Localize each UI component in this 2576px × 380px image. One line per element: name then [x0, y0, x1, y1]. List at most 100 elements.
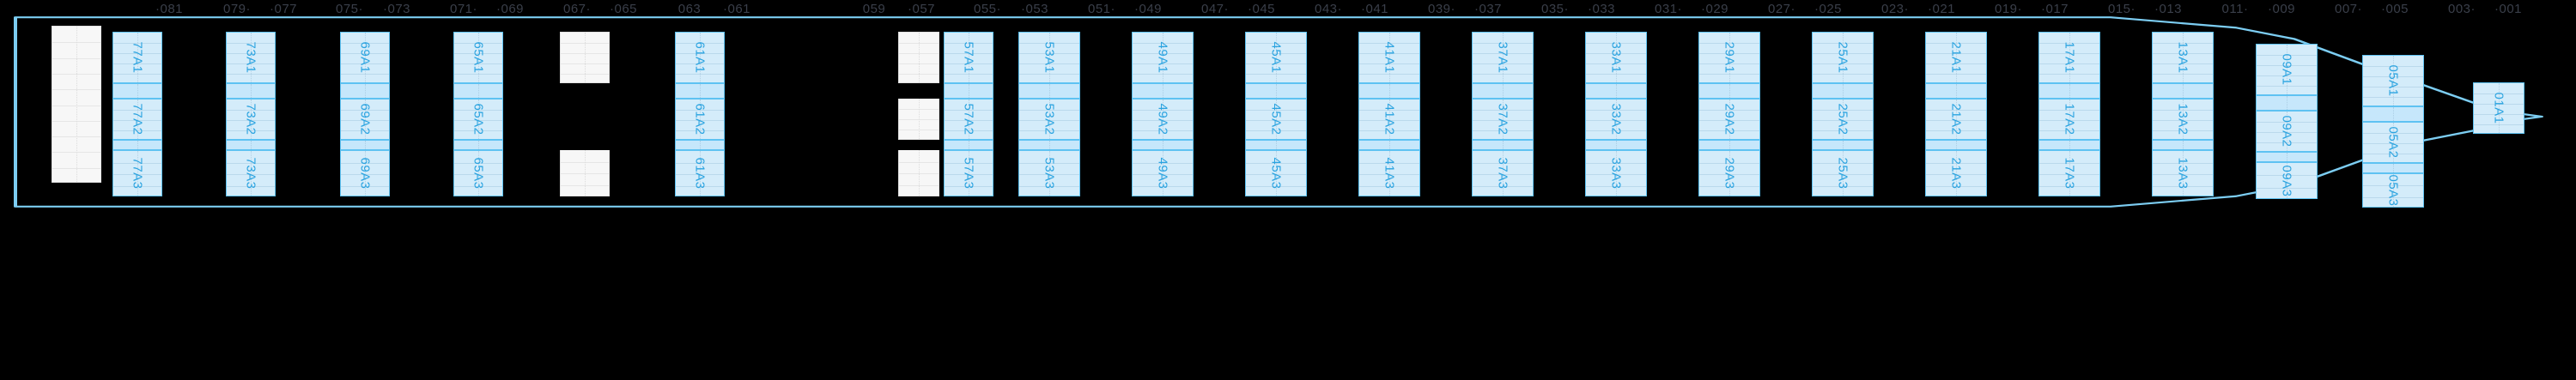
- cargo-cell-53A1[interactable]: 53A1: [1018, 32, 1080, 83]
- cargo-cell-53A3[interactable]: 53A3: [1018, 150, 1080, 196]
- cargo-cell-spacer[interactable]: [898, 99, 939, 140]
- cargo-cell-45A3[interactable]: 45A3: [1245, 150, 1307, 196]
- cargo-cell-01A1[interactable]: 01A1: [2473, 82, 2524, 134]
- cargo-cell-45A1[interactable]: 45A1: [1245, 32, 1307, 83]
- cargo-cell-spacer[interactable]: [898, 32, 939, 83]
- cargo-cell-spacer[interactable]: [1585, 83, 1647, 99]
- cargo-cell-65A3[interactable]: 65A3: [453, 150, 503, 196]
- cargo-cell-37A2[interactable]: 37A2: [1472, 99, 1534, 140]
- cargo-cell-spacer[interactable]: [1245, 83, 1307, 99]
- cargo-cell-25A1[interactable]: 25A1: [1812, 32, 1874, 83]
- cargo-cell-33A2[interactable]: 33A2: [1585, 99, 1647, 140]
- cargo-cell-25A2[interactable]: 25A2: [1812, 99, 1874, 140]
- cargo-cell-57A3[interactable]: 57A3: [944, 150, 993, 196]
- cargo-cell-spacer[interactable]: [1358, 140, 1420, 150]
- cargo-cell-spacer[interactable]: [340, 83, 390, 99]
- cargo-cell-spacer[interactable]: [944, 83, 993, 99]
- cargo-cell-09A1[interactable]: 09A1: [2256, 44, 2318, 95]
- cargo-cell-spacer[interactable]: [2038, 83, 2100, 99]
- cargo-cell-17A3[interactable]: 17A3: [2038, 150, 2100, 196]
- cargo-cell-21A2[interactable]: 21A2: [1925, 99, 1987, 140]
- cargo-cell-spacer[interactable]: [1472, 140, 1534, 150]
- cargo-cell-spacer[interactable]: [112, 140, 162, 150]
- stack-49A[interactable]: 49A1 49A2 49A3: [1132, 32, 1194, 196]
- cargo-cell-spacer[interactable]: [1018, 140, 1080, 150]
- cargo-cell-33A1[interactable]: 33A1: [1585, 32, 1647, 83]
- stack-plain-c[interactable]: [898, 32, 939, 196]
- stack-73A[interactable]: 73A1 73A2 73A3: [226, 32, 276, 196]
- cargo-cell-73A1[interactable]: 73A1: [226, 32, 276, 83]
- cargo-cell-05A1[interactable]: 05A1: [2362, 55, 2424, 106]
- cargo-cell-spacer[interactable]: [112, 83, 162, 99]
- stack-plain-a[interactable]: [52, 26, 101, 183]
- cargo-cell-49A2[interactable]: 49A2: [1132, 99, 1194, 140]
- cargo-cell-spacer[interactable]: [340, 140, 390, 150]
- cargo-cell-09A2[interactable]: 09A2: [2256, 111, 2318, 152]
- cargo-cell-69A3[interactable]: 69A3: [340, 150, 390, 196]
- cargo-cell-77A1[interactable]: 77A1: [112, 32, 162, 83]
- cargo-cell-spacer[interactable]: [1472, 83, 1534, 99]
- cargo-cell-spacer[interactable]: [2038, 140, 2100, 150]
- cargo-cell-spacer[interactable]: [560, 150, 610, 196]
- cargo-cell-53A2[interactable]: 53A2: [1018, 99, 1080, 140]
- cargo-cell-45A2[interactable]: 45A2: [1245, 99, 1307, 140]
- cargo-cell-spacer[interactable]: [453, 140, 503, 150]
- cargo-cell-57A2[interactable]: 57A2: [944, 99, 993, 140]
- cargo-cell-spacer[interactable]: [2152, 140, 2214, 150]
- cargo-cell-69A2[interactable]: 69A2: [340, 99, 390, 140]
- cargo-cell-spacer[interactable]: [1585, 140, 1647, 150]
- cargo-cell-spacer[interactable]: [226, 140, 276, 150]
- stack-41A[interactable]: 41A1 41A2 41A3: [1358, 32, 1420, 196]
- cargo-cell-77A2[interactable]: 77A2: [112, 99, 162, 140]
- stack-21A[interactable]: 21A1 21A2 21A3: [1925, 32, 1987, 196]
- cargo-cell-61A3[interactable]: 61A3: [675, 150, 725, 196]
- cargo-cell-37A1[interactable]: 37A1: [1472, 32, 1534, 83]
- cargo-cell-69A1[interactable]: 69A1: [340, 32, 390, 83]
- cargo-cell-49A3[interactable]: 49A3: [1132, 150, 1194, 196]
- stack-01A[interactable]: 01A1: [2473, 82, 2524, 134]
- cargo-cell-29A3[interactable]: 29A3: [1698, 150, 1760, 196]
- cargo-cell-41A3[interactable]: 41A3: [1358, 150, 1420, 196]
- cargo-cell-spacer[interactable]: [2256, 152, 2318, 162]
- stack-45A[interactable]: 45A1 45A2 45A3: [1245, 32, 1307, 196]
- cargo-cell-spacer[interactable]: [675, 83, 725, 99]
- cargo-cell-spacer[interactable]: [1245, 140, 1307, 150]
- cargo-cell-spacer[interactable]: [1132, 83, 1194, 99]
- stack-33A[interactable]: 33A1 33A2 33A3: [1585, 32, 1647, 196]
- cargo-cell-17A2[interactable]: 17A2: [2038, 99, 2100, 140]
- cargo-cell-spacer[interactable]: [2362, 163, 2424, 173]
- cargo-cell-21A1[interactable]: 21A1: [1925, 32, 1987, 83]
- cargo-cell-spacer[interactable]: [2152, 83, 2214, 99]
- cargo-cell-73A2[interactable]: 73A2: [226, 99, 276, 140]
- cargo-cell-41A1[interactable]: 41A1: [1358, 32, 1420, 83]
- cargo-cell-49A1[interactable]: 49A1: [1132, 32, 1194, 83]
- cargo-cell-33A3[interactable]: 33A3: [1585, 150, 1647, 196]
- stack-69A[interactable]: 69A1 69A2 69A3: [340, 32, 390, 196]
- cargo-cell-spacer[interactable]: [2362, 106, 2424, 122]
- cargo-cell-41A2[interactable]: 41A2: [1358, 99, 1420, 140]
- cargo-cell-spacer[interactable]: [226, 83, 276, 99]
- cargo-cell-13A1[interactable]: 13A1: [2152, 32, 2214, 83]
- cargo-cell-spacer[interactable]: [898, 150, 939, 196]
- cargo-cell-spacer[interactable]: [453, 83, 503, 99]
- cargo-cell-21A3[interactable]: 21A3: [1925, 150, 1987, 196]
- cargo-cell-spacer[interactable]: [1925, 83, 1987, 99]
- cargo-cell-61A2[interactable]: 61A2: [675, 99, 725, 140]
- cargo-cell-13A2[interactable]: 13A2: [2152, 99, 2214, 140]
- cargo-cell-05A2[interactable]: 05A2: [2362, 122, 2424, 163]
- cargo-cell-65A1[interactable]: 65A1: [453, 32, 503, 83]
- cargo-cell-spacer[interactable]: [2256, 95, 2318, 111]
- cargo-cell-spacer[interactable]: [675, 140, 725, 150]
- cargo-cell-29A2[interactable]: 29A2: [1698, 99, 1760, 140]
- cargo-cell-73A3[interactable]: 73A3: [226, 150, 276, 196]
- cargo-cell-spacer[interactable]: [1925, 140, 1987, 150]
